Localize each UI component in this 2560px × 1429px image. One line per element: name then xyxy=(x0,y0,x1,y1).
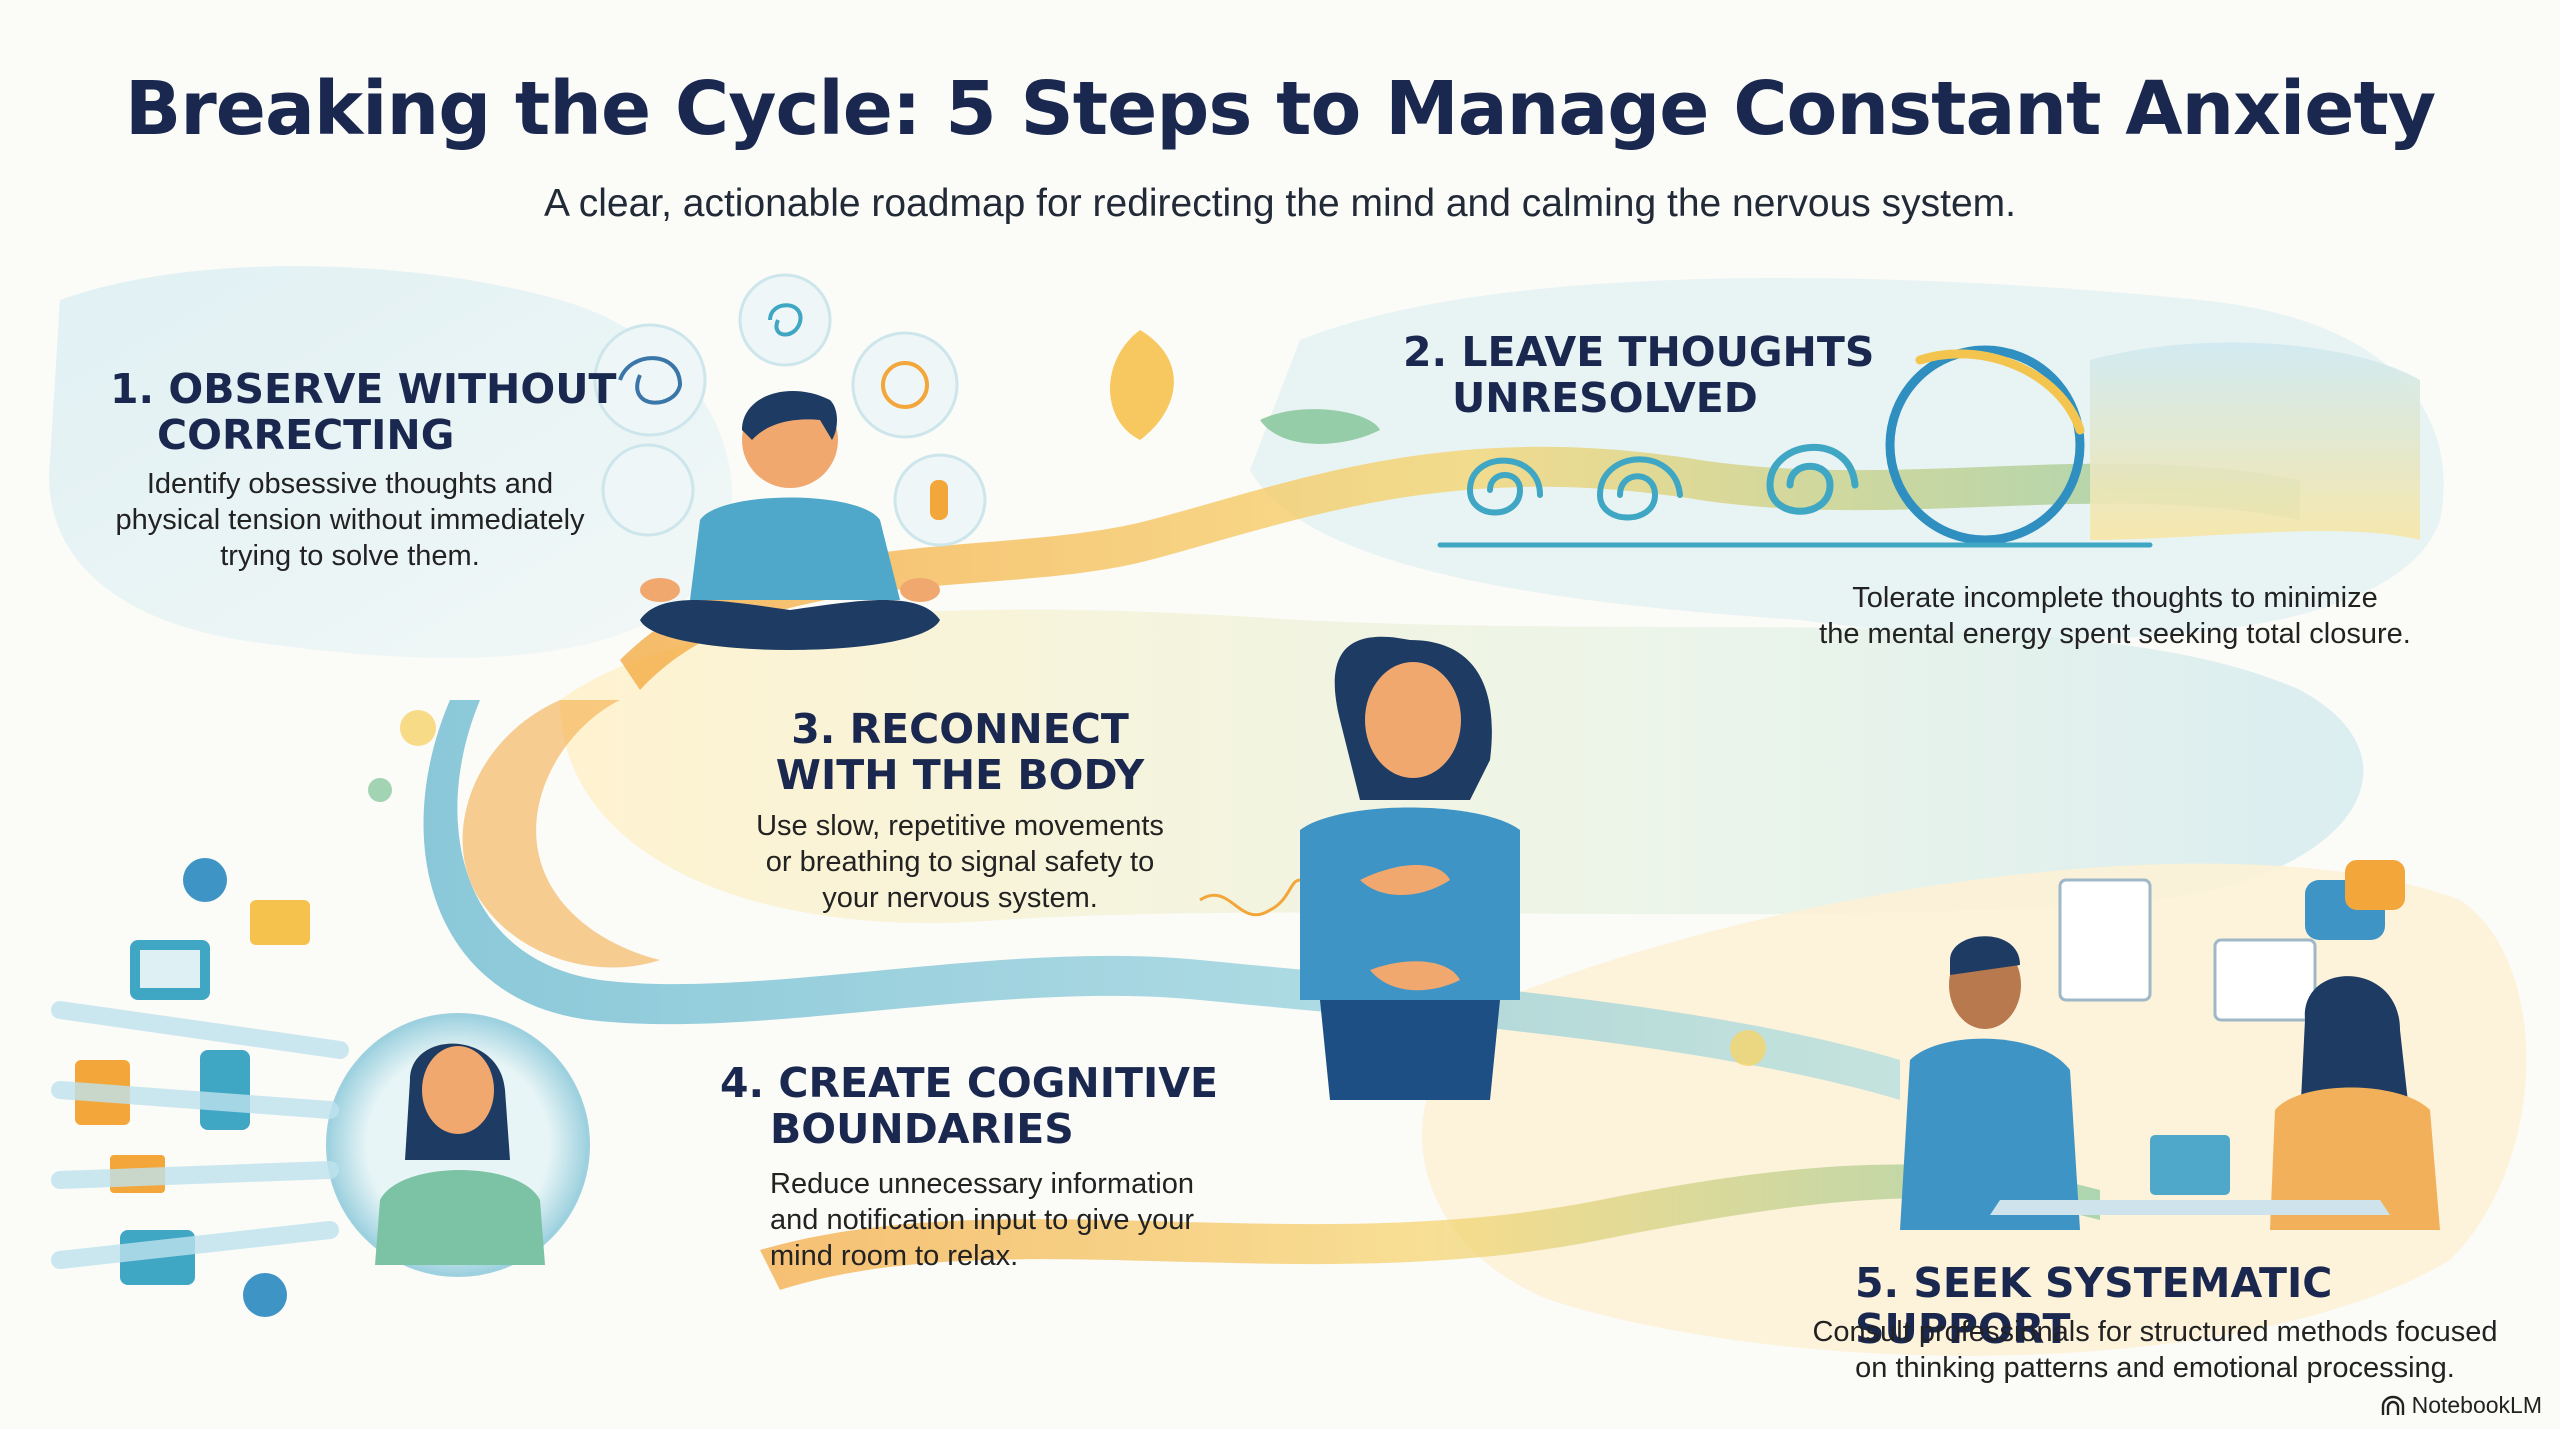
step-1-body-line: trying to solve them. xyxy=(220,540,480,572)
step-2-body-line: Tolerate incomplete thoughts to minimize xyxy=(1852,582,2378,614)
step-5-body-line: on thinking patterns and emotional proce… xyxy=(1855,1352,2455,1384)
step-1-heading-line2: CORRECTING xyxy=(157,411,455,459)
decor-dot xyxy=(368,778,392,802)
ribbon-orange xyxy=(620,446,2300,690)
woman-breathing-illustration xyxy=(1199,636,1520,1100)
step-2-heading-line2: UNRESOLVED xyxy=(1452,374,1758,422)
step-4-body-line: and notification input to give your xyxy=(770,1204,1194,1236)
step-1-heading-line1: 1. OBSERVE WITHOUT xyxy=(110,365,617,413)
step-3-body-line: or breathing to signal safety to xyxy=(765,846,1155,878)
notification-icons-illustration xyxy=(51,858,349,1317)
decor-dot xyxy=(400,710,436,746)
brand-label: NotebookLM xyxy=(2411,1392,2542,1418)
step-5-body: Consult professionals for structured met… xyxy=(1800,1314,2510,1386)
step-2-heading-line1: 2. LEAVE THOUGHTS xyxy=(1403,328,1875,376)
ribbon-teal xyxy=(423,700,1900,1100)
step-2-body: Tolerate incomplete thoughts to minimize… xyxy=(1790,580,2440,652)
step-2-body-line: the mental energy spent seeking total cl… xyxy=(1819,618,2411,650)
step-4-heading-line2: BOUNDARIES xyxy=(770,1105,1074,1153)
step-4-heading-line1: 4. CREATE COGNITIVE xyxy=(720,1059,1218,1107)
step-4-body-line: Reduce unnecessary information xyxy=(770,1168,1194,1200)
step-4-body: Reduce unnecessary information and notif… xyxy=(770,1166,1310,1274)
step-5-body-line: Consult professionals for structured met… xyxy=(1812,1316,2498,1348)
spirals-illustration xyxy=(1437,345,2153,548)
page-title: Breaking the Cycle: 5 Steps to Manage Co… xyxy=(124,66,2436,152)
step-1-body-line: Identify obsessive thoughts and xyxy=(146,468,554,500)
step-3-body-line: your nervous system. xyxy=(822,882,1098,914)
step-3-body: Use slow, repetitive movements or breath… xyxy=(710,808,1210,916)
page-subtitle: A clear, actionable roadmap for redirect… xyxy=(544,182,2016,225)
step-1-body: Identify obsessive thoughts and physical… xyxy=(80,466,620,574)
step-3-body-line: Use slow, repetitive movements xyxy=(756,810,1164,842)
notebooklm-logo-icon xyxy=(2381,1395,2404,1415)
step-3-heading-line2: WITH THE BODY xyxy=(775,751,1145,799)
leaf-shape xyxy=(1110,330,1174,440)
meditating-person-illustration xyxy=(593,273,987,650)
ribbon-left-swirl xyxy=(462,700,660,968)
step-1-body-line: physical tension without immediately xyxy=(115,504,585,536)
ribbon-lower xyxy=(760,1164,2100,1290)
decor-dot xyxy=(1730,1030,1766,1066)
brand-badge: NotebookLM xyxy=(2380,1392,2542,1419)
step-3-heading-line1: 3. RECONNECT xyxy=(791,705,1129,753)
step-5-heading: 5. SEEK SYSTEMATIC SUPPORT xyxy=(1855,1259,2333,1353)
bubble-person-illustration xyxy=(326,1013,590,1277)
landscape-illustration xyxy=(2090,342,2420,540)
professional-support-illustration xyxy=(1900,860,2440,1230)
step-4-body-line: mind room to relax. xyxy=(770,1240,1019,1272)
leaf-shape-2 xyxy=(1260,409,1380,444)
blob-step1 xyxy=(49,266,733,658)
step-3-heading: 3. RECONNECT WITH THE BODY xyxy=(740,706,1180,798)
